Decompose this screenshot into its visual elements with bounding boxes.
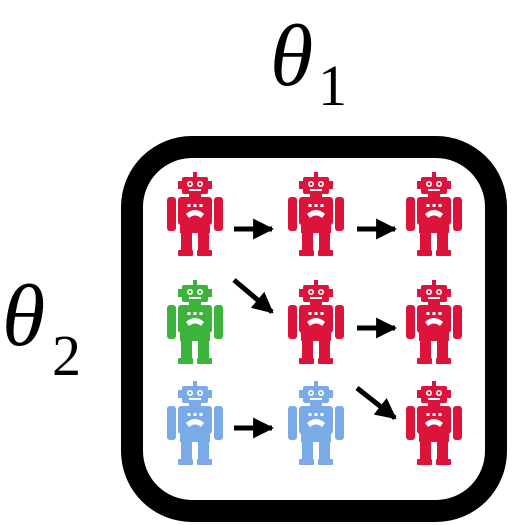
theta1-label: θ 1 — [270, 8, 347, 118]
theta2-symbol: θ — [2, 268, 45, 365]
arrow-6 — [355, 386, 397, 420]
robot-icon-r2-c3 — [406, 280, 462, 364]
robot-icon-r3-c2 — [288, 381, 344, 465]
robots-layer — [167, 172, 462, 465]
arrow-3 — [232, 278, 274, 314]
robot-icon-r3-c1 — [167, 381, 223, 465]
theta1-symbol: θ — [270, 8, 313, 105]
robot-icon-r2-c2 — [288, 280, 344, 364]
arrows-layer — [232, 218, 398, 439]
robot-icon-r2-c1 — [167, 280, 223, 364]
theta2-label: θ 2 — [2, 268, 81, 388]
theta2-subscript: 2 — [52, 323, 81, 388]
theta1-subscript: 1 — [318, 53, 347, 118]
robot-icon-r3-c3 — [406, 381, 462, 465]
robot-icon-r1-c3 — [406, 172, 462, 256]
robot-icon-r1-c1 — [167, 172, 223, 256]
robot-icon-r1-c2 — [288, 172, 344, 256]
